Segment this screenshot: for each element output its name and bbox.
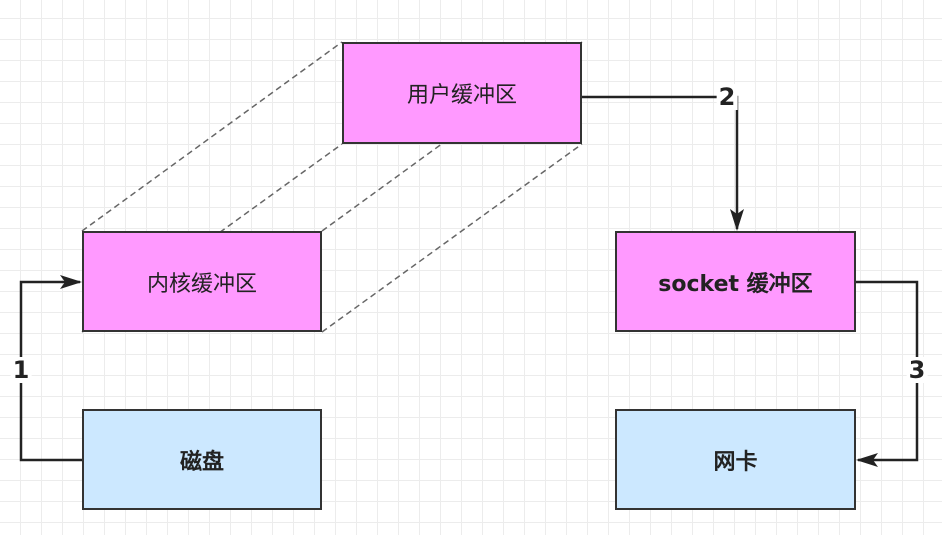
socket-buffer-label: socket 缓冲区 [658, 271, 813, 297]
step-label-1: 1 [10, 356, 32, 384]
kernel-buffer-label: 内核缓冲区 [146, 271, 257, 297]
user-buffer-node: 用户缓冲区 [342, 42, 582, 144]
nic-label: 网卡 [713, 449, 758, 475]
step-label-3: 3 [906, 356, 928, 384]
kernel-buffer-node: 内核缓冲区 [82, 231, 322, 332]
dashed-link-bottom-right [321, 143, 583, 333]
disk-node: 磁盘 [82, 409, 322, 510]
arrow-user-to-socket [582, 95, 744, 231]
nic-node: 网卡 [615, 409, 856, 510]
step-label-2: 2 [716, 83, 738, 111]
dashed-link-top-left [81, 41, 343, 232]
disk-label: 磁盘 [179, 449, 224, 475]
user-buffer-label: 用户缓冲区 [406, 83, 517, 108]
socket-buffer-node: socket 缓冲区 [615, 231, 856, 332]
